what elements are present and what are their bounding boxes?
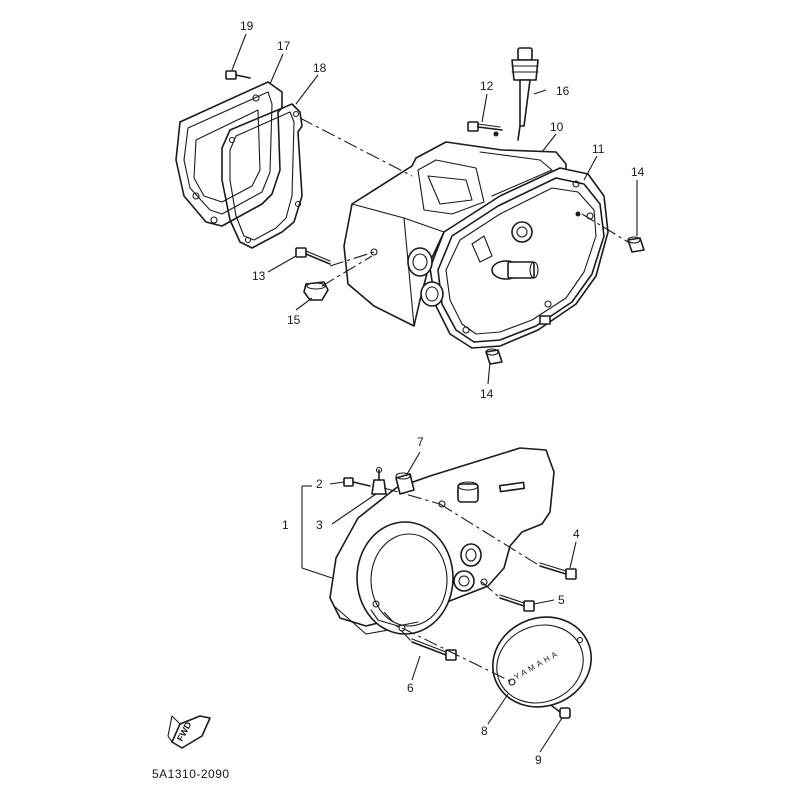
diagram-code: 5A1310-2090 xyxy=(152,767,230,781)
callout-18: 18 xyxy=(313,61,327,75)
callout-7: 7 xyxy=(417,435,424,449)
callout-14-upper: 14 xyxy=(631,165,645,179)
callout-3: 3 xyxy=(316,518,323,532)
part-3-nipple xyxy=(371,466,387,495)
part-14-dowel-lower xyxy=(485,348,503,365)
part-9-screw xyxy=(551,705,571,719)
part-18-gasket xyxy=(221,103,303,249)
callout-8: 8 xyxy=(481,724,488,738)
leader-lines xyxy=(231,33,638,753)
part-19-screw xyxy=(225,70,251,80)
part-12-bolt xyxy=(467,121,503,132)
callout-13: 13 xyxy=(252,269,266,283)
part-15-plug xyxy=(303,281,329,301)
callout-11: 11 xyxy=(592,142,605,156)
callout-17: 17 xyxy=(277,39,291,53)
callout-19: 19 xyxy=(240,19,254,33)
part-2-screw xyxy=(343,477,371,487)
part-1-crankcase-cover xyxy=(329,447,555,635)
callout-1: 1 xyxy=(282,518,289,532)
callout-12: 12 xyxy=(480,79,494,93)
callout-2: 2 xyxy=(316,477,323,491)
part-8-round-cover: YAMAHA xyxy=(491,616,593,708)
part-14-dowel-upper xyxy=(627,236,645,253)
callout-6: 6 xyxy=(407,681,414,695)
part-16-level-gauge xyxy=(511,47,539,141)
part-5-bolt xyxy=(499,594,535,612)
callout-16: 16 xyxy=(556,84,570,98)
part-17-cover xyxy=(175,81,283,227)
crankcase-housing xyxy=(343,131,609,349)
part-13-bolt xyxy=(295,247,331,265)
callout-9: 9 xyxy=(535,753,542,767)
callout-5: 5 xyxy=(558,593,565,607)
part-1-bracket xyxy=(301,486,333,579)
callout-14-lower: 14 xyxy=(480,387,494,401)
part-4-bolt xyxy=(539,562,577,580)
callout-4: 4 xyxy=(573,527,580,541)
part-6-bolt xyxy=(411,638,457,661)
forward-arrow-icon: FWD xyxy=(167,715,211,749)
part-7-grommet xyxy=(395,472,415,495)
callout-10: 10 xyxy=(550,120,564,134)
callout-15: 15 xyxy=(287,313,301,327)
